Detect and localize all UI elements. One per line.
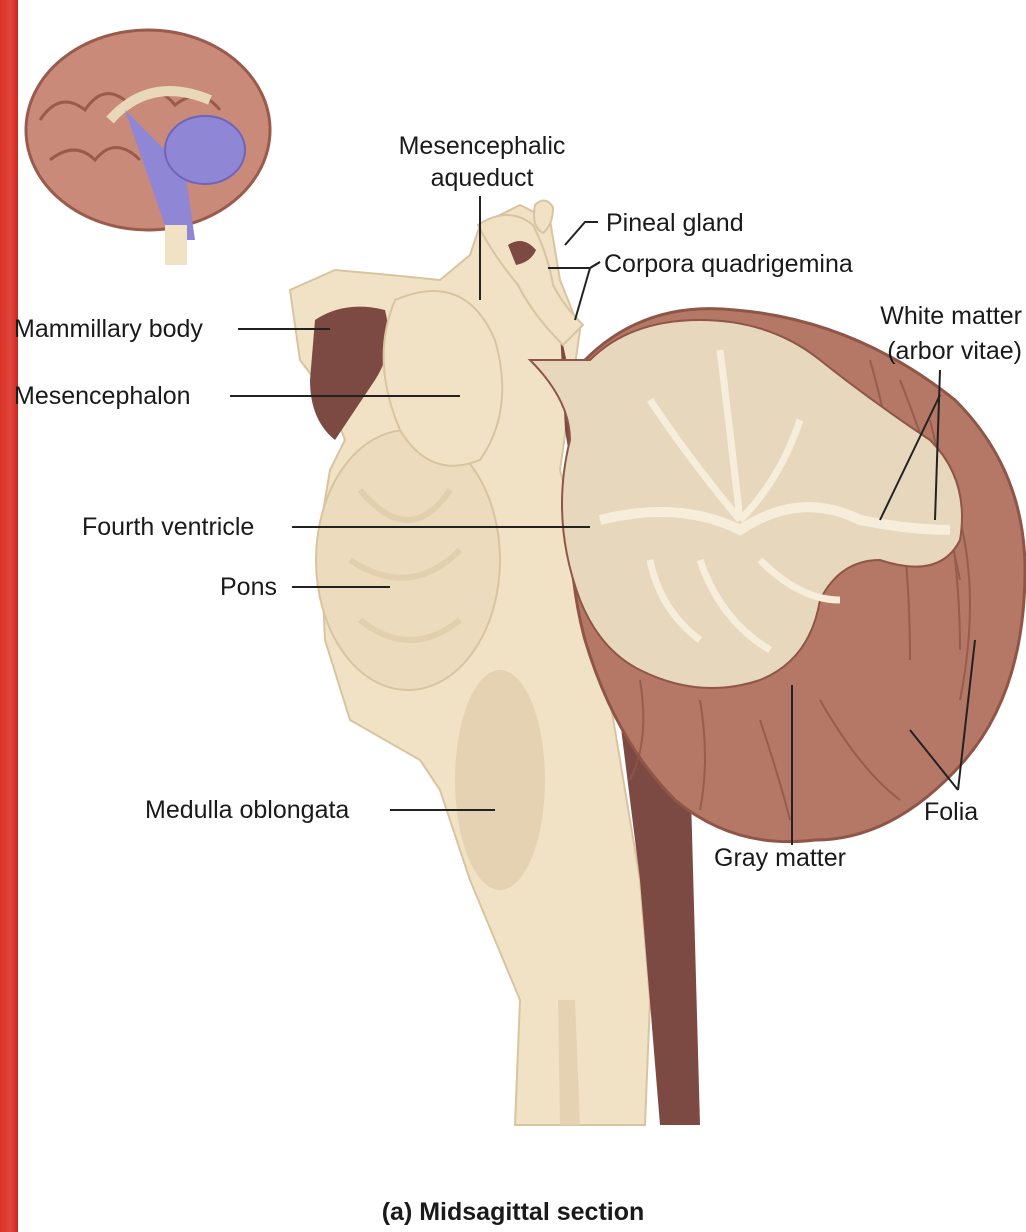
label-pons: Pons xyxy=(220,572,277,602)
label-mesencephalon: Mesencephalon xyxy=(14,381,191,411)
label-corpora-quadrigemina: Corpora quadrigemina xyxy=(604,249,853,279)
label-folia: Folia xyxy=(924,797,978,827)
label-mesencephalic-aqueduct-line1: Mesencephalic xyxy=(362,131,602,161)
label-mammillary-body: Mammillary body xyxy=(14,314,203,344)
label-gray-matter: Gray matter xyxy=(714,843,846,873)
inset-brain xyxy=(26,30,270,265)
label-fourth-ventricle: Fourth ventricle xyxy=(82,512,254,542)
label-white-matter-line2: (arbor vitae) xyxy=(806,336,1022,366)
label-pineal-gland: Pineal gland xyxy=(606,208,744,238)
figure-caption: (a) Midsagittal section xyxy=(0,1198,1026,1227)
label-mesencephalic-aqueduct-line2: aqueduct xyxy=(362,163,602,193)
label-white-matter-line1: White matter xyxy=(806,301,1022,331)
label-medulla-oblongata: Medulla oblongata xyxy=(145,795,349,825)
